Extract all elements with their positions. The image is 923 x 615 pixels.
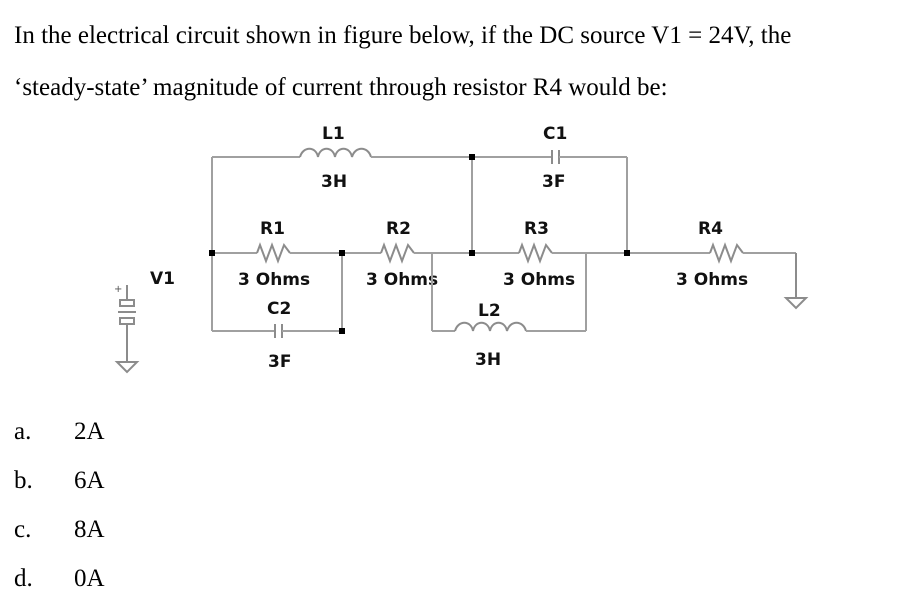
junction-dot: [209, 250, 215, 256]
v1-plus-sign: +: [114, 284, 122, 295]
option-value: 0A: [74, 565, 105, 592]
r3-resistor: [472, 242, 627, 264]
circuit-diagram: + V1 L1 3H C1 3F R1 3 Ohms R2: [114, 124, 809, 374]
c1-label: C1: [543, 124, 567, 144]
r2-label: R2: [386, 219, 411, 239]
option-letter: d.: [14, 565, 33, 592]
l1-label: L1: [322, 124, 345, 144]
r3-value: 3 Ohms: [503, 270, 575, 290]
c2-value: 3F: [268, 352, 291, 372]
c2-label: C2: [267, 299, 291, 319]
option-letter: c.: [14, 516, 32, 543]
l1-inductor: [299, 147, 372, 158]
question-line-1: In the electrical circuit shown in figur…: [14, 22, 792, 49]
r4-value: 3 Ohms: [676, 270, 748, 290]
v1-source: +: [114, 284, 140, 374]
junction-dot: [469, 154, 475, 160]
option-value: 2A: [74, 418, 105, 445]
r1-label: R1: [260, 219, 285, 239]
question-text: In the electrical circuit shown in figur…: [14, 10, 914, 114]
junction-dot: [339, 328, 345, 334]
question-line-2: ‘steady-state’ magnitude of current thro…: [14, 74, 668, 101]
c2-capacitor: [274, 324, 283, 338]
v1-label: V1: [150, 269, 175, 289]
junction-dot: [469, 250, 475, 256]
junction-dot: [339, 250, 345, 256]
option-value: 6A: [74, 467, 105, 494]
junction-dot: [624, 250, 630, 256]
option-a[interactable]: a. 2A: [14, 418, 214, 458]
option-d[interactable]: d. 0A: [14, 565, 214, 605]
option-c[interactable]: c. 8A: [14, 516, 214, 556]
l2-inductor: [454, 321, 527, 332]
r3-label: R3: [524, 219, 549, 239]
option-letter: b.: [14, 467, 33, 494]
r4-label: R4: [698, 219, 723, 239]
r1-resistor: [212, 242, 342, 264]
r1-value: 3 Ohms: [238, 270, 310, 290]
r2-resistor: [342, 242, 472, 264]
option-b[interactable]: b. 6A: [14, 467, 214, 507]
option-value: 8A: [74, 516, 105, 543]
option-letter: a.: [14, 418, 32, 445]
r2-value: 3 Ohms: [366, 270, 438, 290]
r4-resistor: [627, 242, 809, 310]
l2-value: 3H: [475, 350, 501, 370]
l1-value: 3H: [321, 172, 347, 192]
c1-value: 3F: [542, 172, 565, 192]
c1-capacitor: [551, 150, 560, 164]
l2-label: L2: [478, 301, 501, 321]
